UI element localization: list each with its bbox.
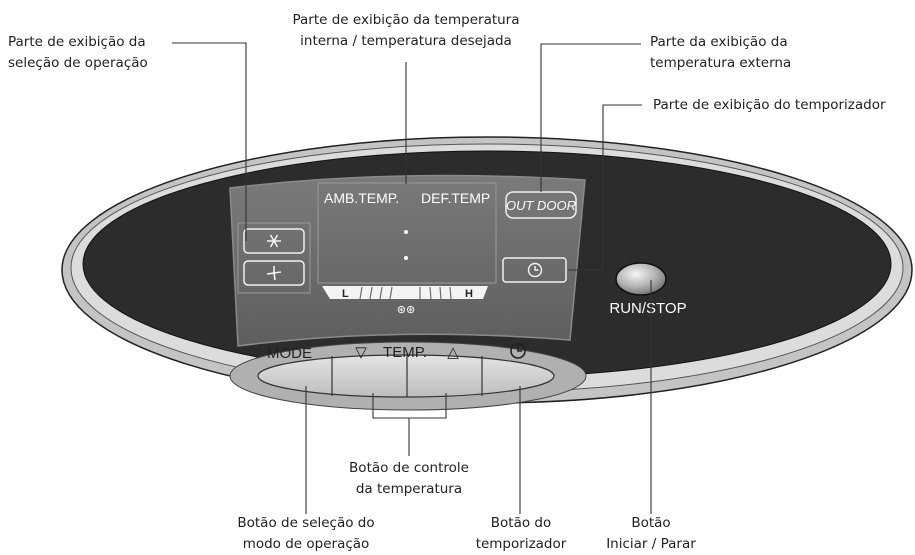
button-bar-dividers (331, 355, 483, 397)
clock-icon (527, 262, 543, 278)
temp-button-label: TEMP. (383, 344, 427, 361)
temp-up-symbol: △ (447, 344, 459, 361)
outdoor-label: OUT DOOR (506, 198, 576, 213)
temp-dot-upper (404, 230, 408, 234)
temp-down-button[interactable] (332, 356, 407, 396)
fan-low-label: L (342, 288, 349, 300)
callout-mode-select-button: Botão de seleção do modo de operação (237, 515, 375, 552)
callout-external-temp-display: Parte da exibição da temperatura externa (650, 34, 792, 71)
fan-icon (266, 266, 282, 281)
temperature-display-area (317, 182, 497, 284)
cool-mode-indicator (243, 228, 305, 254)
callout-temp-control-button: Botão de controle da temperatura (349, 460, 469, 497)
callout-internal-temp-display: Parte de exibição da temperatura interna… (292, 12, 520, 49)
mode-icon-box (237, 222, 311, 294)
callout-timer-display: Parte de exibição do temporizador (653, 97, 886, 113)
temp-dot-lower (404, 256, 408, 260)
timer-button-clock-icon (510, 343, 526, 359)
def-temp-label: DEF.TEMP (421, 190, 490, 206)
fan-mode-indicator (243, 260, 305, 286)
run-stop-label: RUN/STOP (609, 300, 686, 317)
snowflake-icon (267, 234, 281, 248)
mode-button[interactable] (260, 356, 332, 396)
callout-operation-select-display: Parte de exibição da seleção de operação (8, 34, 148, 71)
callout-timer-button: Botão do temporizador (475, 515, 567, 552)
fan-symbol: ⊛⊛ (397, 304, 415, 316)
callout-lines (172, 42, 652, 514)
fan-high-label: H (465, 288, 473, 300)
timer-button[interactable] (482, 356, 552, 396)
fan-speed-bar: L H (322, 286, 488, 300)
mode-button-label: MODE (267, 345, 312, 362)
callout-start-stop-button: Botão Iniciar / Parar (606, 515, 696, 552)
timer-display (502, 257, 567, 283)
temp-down-symbol: ▽ (355, 344, 367, 361)
temp-up-button[interactable] (407, 356, 482, 396)
run-stop-button[interactable] (615, 262, 667, 296)
amb-temp-label: AMB.TEMP. (324, 190, 399, 206)
